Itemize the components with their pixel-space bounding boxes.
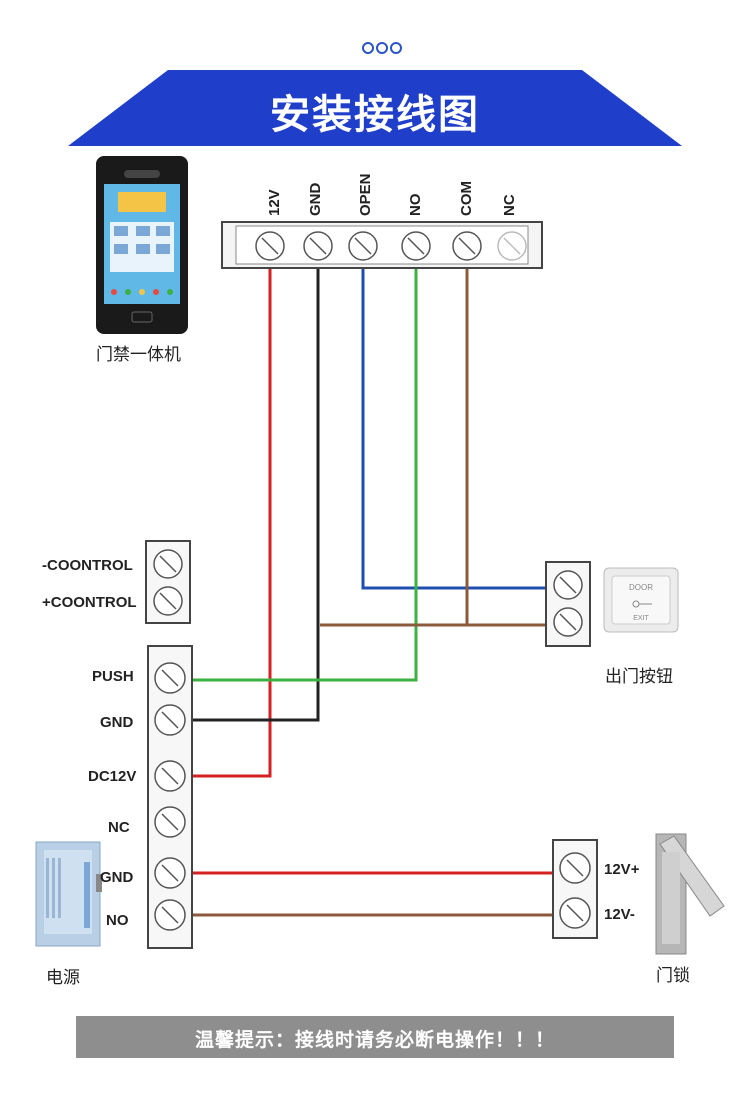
svg-text:DOOR: DOOR [629, 583, 653, 592]
power-supply-icon [35, 841, 102, 947]
exit-button-icon: DOOR EXIT [603, 567, 679, 633]
label-gnd: GND [307, 182, 324, 216]
wire-12v [193, 246, 272, 778]
svg-text:EXIT: EXIT [633, 615, 649, 622]
label-nc: NC [501, 194, 518, 216]
wire-gnd [193, 246, 320, 722]
label-no: NO [407, 193, 424, 217]
label-power-gnd-2: GND [100, 869, 134, 886]
label-power-no: NO [106, 912, 129, 929]
door-lock-icon [655, 833, 725, 955]
label-plus-control: +COONTROL [42, 594, 137, 611]
header-banner [68, 70, 682, 146]
label-com: COM [458, 181, 475, 216]
wire-no [193, 246, 418, 682]
warning-bar [76, 1016, 674, 1058]
lock-terminal [552, 839, 598, 939]
exit-button-label: 出门按钮 [605, 667, 673, 687]
wire-com [320, 246, 548, 627]
power-terminal-block [147, 645, 193, 949]
label-push: PUSH [92, 668, 134, 685]
warning-text: 温馨提示：接线时请务必断电操作！！！ [194, 1029, 555, 1051]
label-power-nc: NC [108, 819, 130, 836]
page-title: 安装接线图 [270, 92, 480, 138]
header-dots [362, 42, 402, 54]
access-terminal-label: 门禁一体机 [96, 345, 181, 365]
label-lock-plus: 12V+ [604, 861, 640, 878]
door-lock-label: 门锁 [656, 966, 690, 986]
power-supply-label: 电源 [46, 968, 80, 988]
top-terminal-strip [221, 221, 543, 269]
exit-button-terminal [545, 561, 591, 647]
label-minus-control: -COONTROL [42, 557, 133, 574]
access-terminal-icon [96, 156, 188, 334]
label-power-gnd-1: GND [100, 714, 134, 731]
label-dc12v: DC12V [88, 768, 137, 785]
wire-open [361, 246, 548, 590]
label-open: OPEN [357, 173, 374, 216]
control-terminal-block [145, 540, 191, 624]
label-lock-minus: 12V- [604, 906, 635, 923]
label-12v: 12V [266, 189, 283, 216]
